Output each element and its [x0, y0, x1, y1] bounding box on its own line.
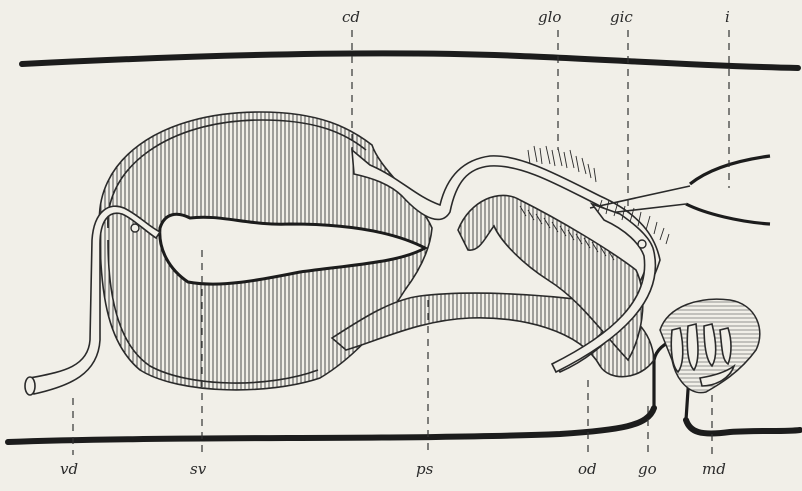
label-sv: sv [190, 460, 207, 478]
label-cd: cd [342, 8, 360, 26]
label-glo: glo [538, 8, 561, 26]
upper-body-wall [22, 53, 798, 68]
genital-opening-junction [638, 240, 646, 248]
label-od: od [578, 460, 597, 478]
intestine-upper [690, 156, 770, 184]
intestine-lower [686, 204, 770, 224]
label-gic: gic [610, 8, 633, 26]
lower-body-wall [8, 408, 654, 442]
lower-body-wall-right [686, 420, 800, 434]
vas-deferens-junction [131, 224, 139, 232]
label-vd: vd [60, 460, 78, 478]
label-go: go [638, 460, 657, 478]
vas-deferens-end [25, 377, 35, 395]
label-md: md [702, 460, 726, 478]
label-ps: ps [416, 460, 434, 478]
label-i: i [725, 8, 730, 26]
